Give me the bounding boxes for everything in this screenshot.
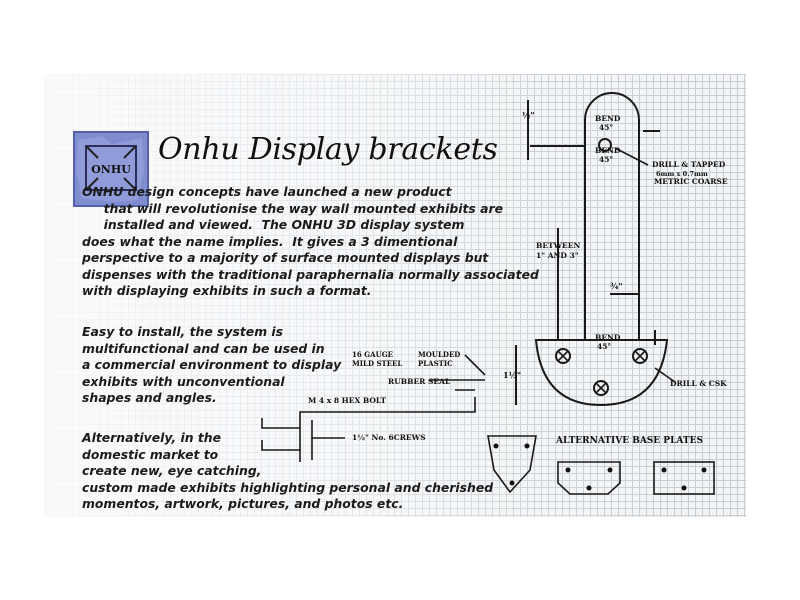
label-moulded-1: MOULDED: [418, 350, 460, 359]
label-alternative-base-plates: ALTERNATIVE BASE PLATES: [555, 436, 703, 446]
label-bend-1: BEND: [595, 114, 621, 123]
intro-paragraph: ONHU design concepts have launched a new…: [82, 184, 539, 298]
label-bend-2: BEND: [595, 146, 621, 155]
label-gauge-2: MILD STEEL: [352, 359, 402, 368]
label-moulded-2: PLASTIC: [418, 359, 453, 368]
label-bend-2-angle: 45°: [599, 155, 613, 164]
domestic-paragraph: Alternatively, in the domestic market to…: [82, 430, 494, 511]
page-title: Onhu Display brackets: [158, 132, 498, 167]
install-paragraph: Easy to install, the system is multifunc…: [82, 324, 342, 405]
label-bend-mid-angle: 45°: [597, 342, 611, 351]
label-drill-tap-2: 6mm x 0.7mm: [656, 170, 708, 178]
label-rubber-seal: RUBBER SEAL: [388, 377, 451, 386]
label-drill-tap-1: DRILL & TAPPED: [652, 160, 726, 169]
onhu-logo: ONHU: [73, 131, 149, 207]
label-bend-1-angle: 45°: [599, 123, 613, 132]
dim-three-quarter: ¾": [610, 281, 623, 291]
background-panel: [44, 74, 746, 517]
logo-text: ONHU: [91, 163, 131, 176]
label-bend-mid: BEND: [595, 333, 621, 342]
label-gauge-1: 16 GAUGE: [352, 350, 393, 359]
label-between-1: BETWEEN: [536, 241, 580, 250]
label-drill-tap-3: METRIC COARSE: [654, 177, 728, 186]
label-drill-csk: DRILL & CSK: [670, 379, 727, 388]
label-screws: 1½" No. 6CREWS: [352, 433, 425, 442]
dim-half: ½": [522, 110, 535, 120]
label-between-2: 1" AND 3": [536, 251, 579, 260]
label-hex-bolt: M 4 x 8 HEX BOLT: [308, 396, 387, 405]
dim-one-half: 1½": [503, 370, 521, 380]
